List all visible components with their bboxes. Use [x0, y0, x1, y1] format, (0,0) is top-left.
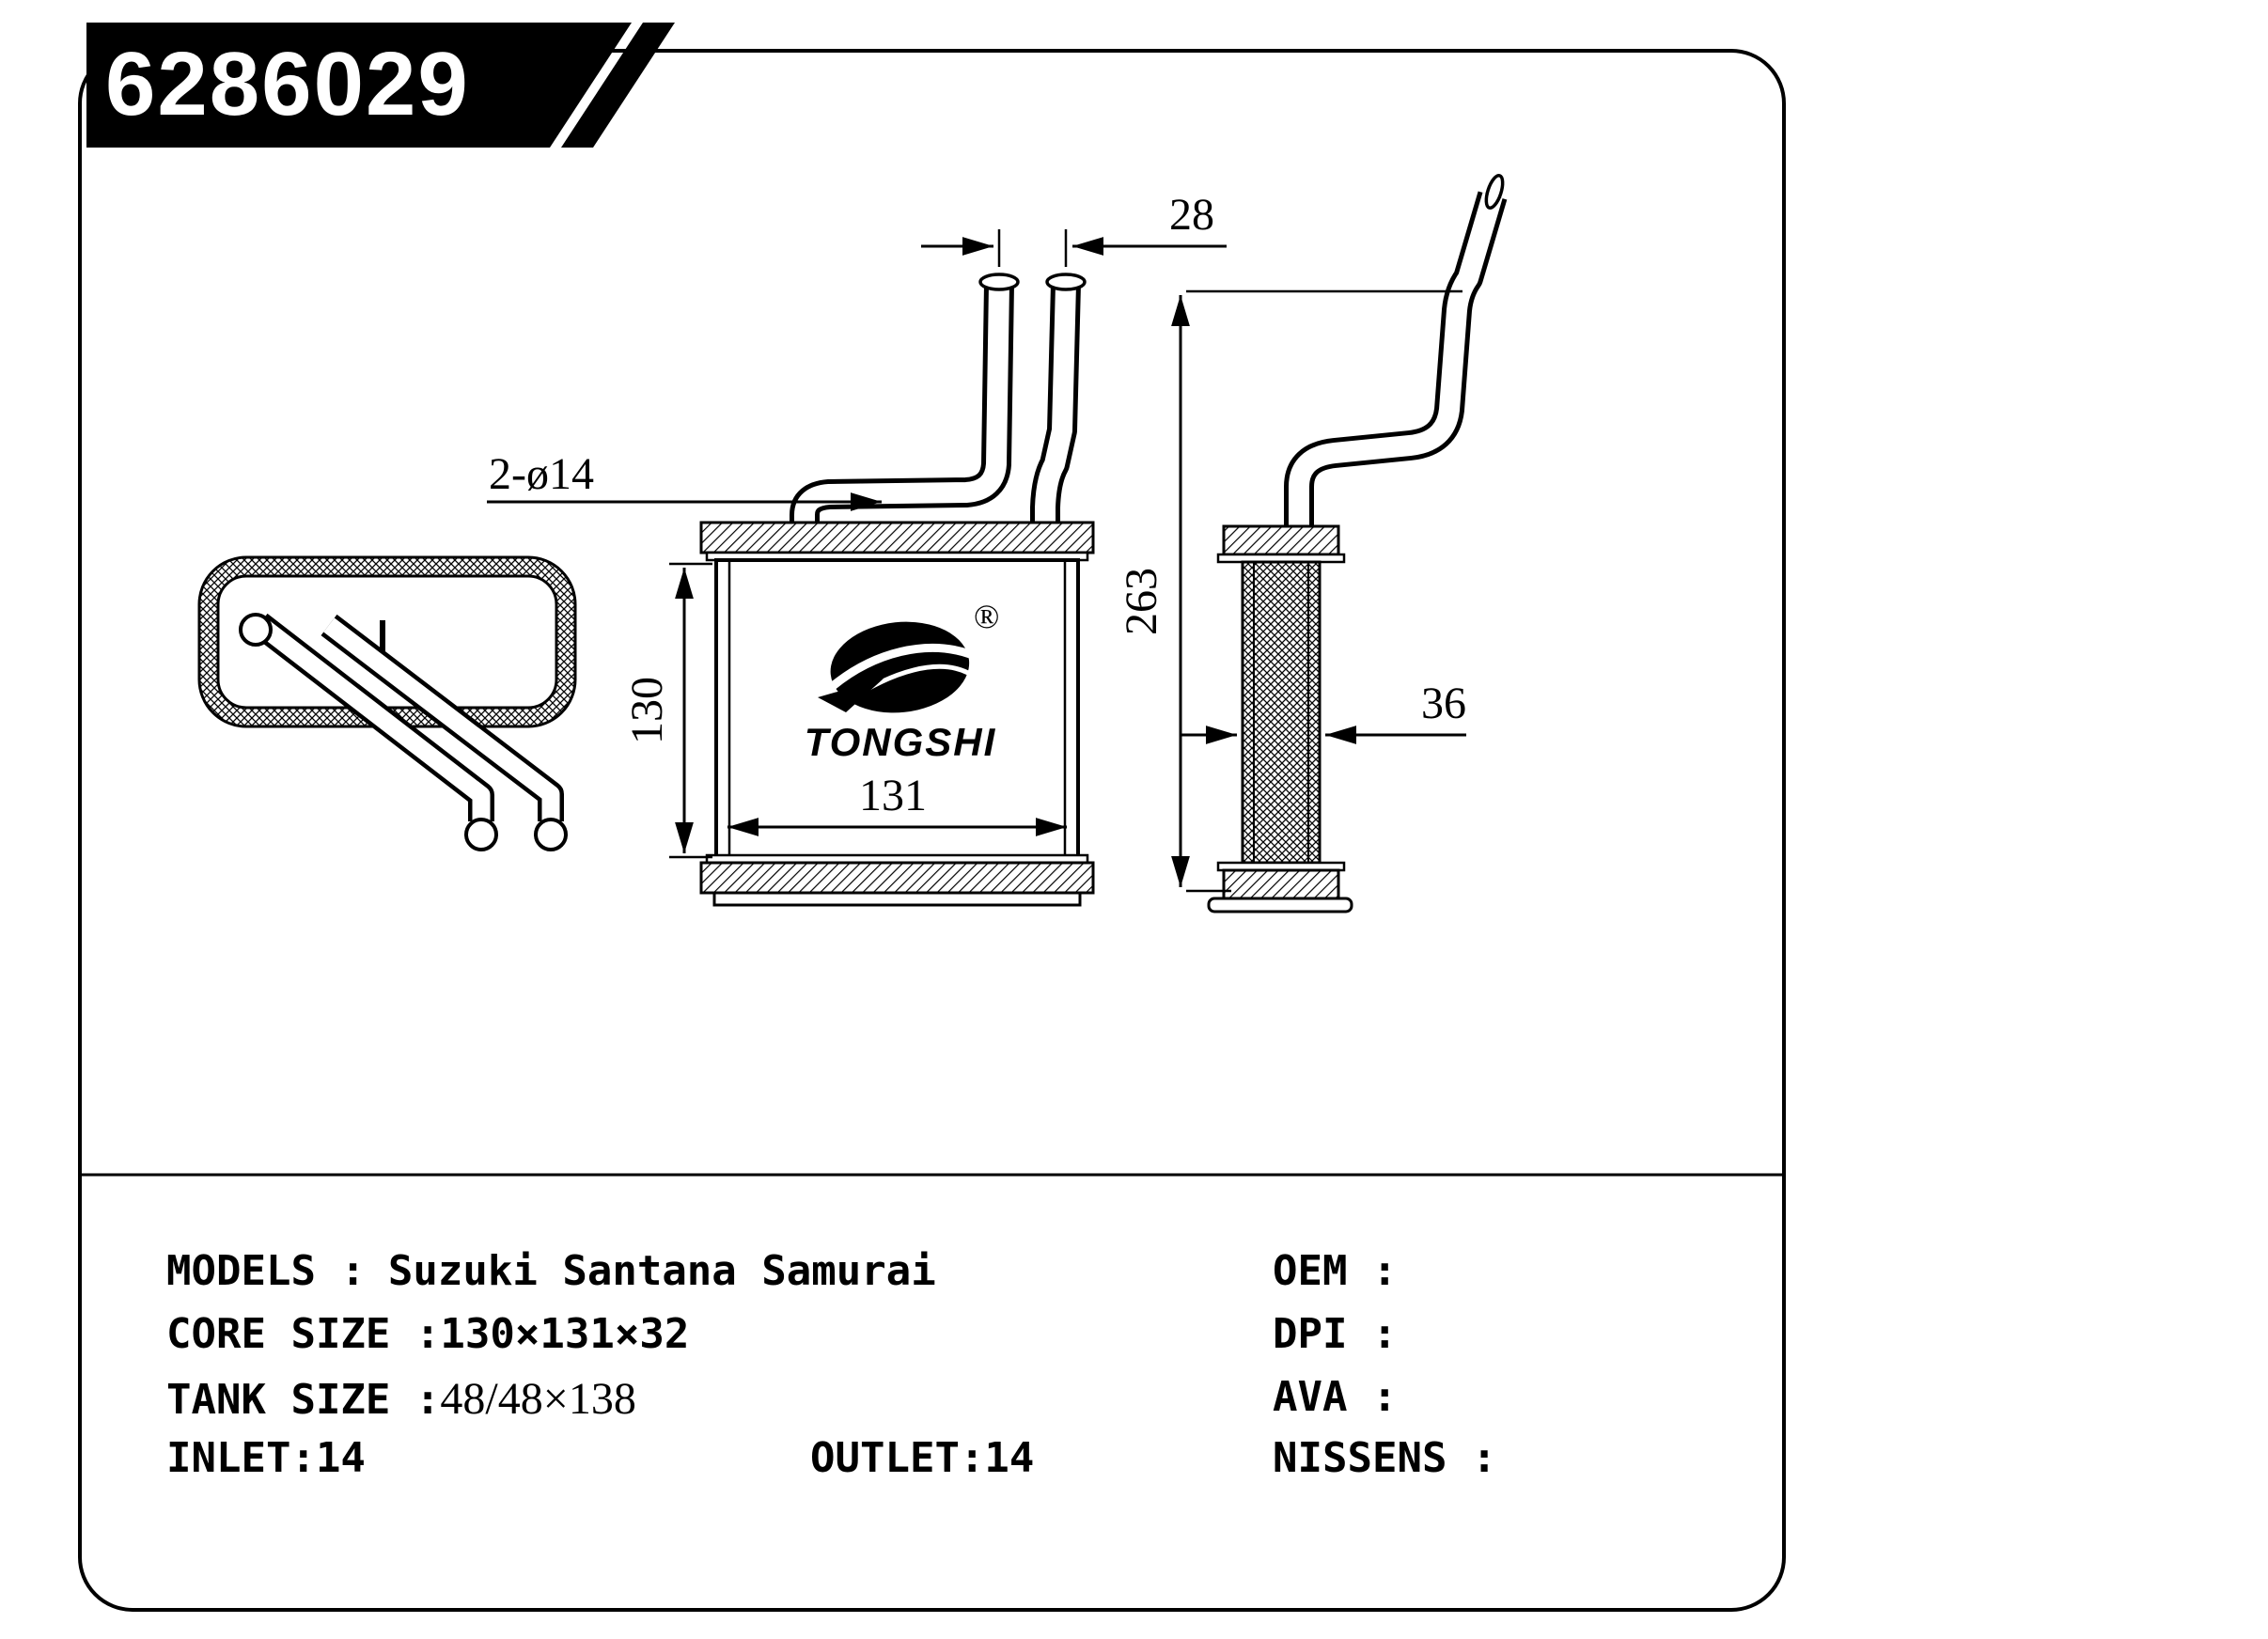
spec-ava: AVA : [1273, 1373, 1397, 1421]
dim-overall-height-text: 263 [1117, 568, 1166, 635]
spec-oem-label: OEM : [1273, 1247, 1398, 1295]
dim-core-height-text: 130 [622, 677, 672, 744]
position-mark [380, 620, 385, 662]
spec-core-size: CORE SIZE :130×131×32 [166, 1310, 689, 1358]
spec-ava-label: AVA : [1273, 1373, 1398, 1421]
dim-core-depth: 36 [1181, 679, 1466, 744]
brand-logo-text: TONGSHI [805, 720, 997, 764]
spec-models-label: MODELS : [166, 1247, 366, 1295]
pipe-open-end [978, 273, 1020, 291]
dim-core-width: 131 [727, 771, 1067, 836]
spec-oem: OEM : [1273, 1247, 1397, 1295]
spec-inlet: INLET:14 [166, 1434, 366, 1482]
dim-core-depth-text: 36 [1421, 679, 1466, 728]
spec-nissens: NISSENS : [1273, 1434, 1496, 1482]
dim-core-width-text: 131 [859, 771, 927, 820]
tube-end-port [534, 818, 568, 851]
side-pipe [1284, 191, 1508, 528]
drawing-frame [78, 49, 1786, 1612]
top-view-drawing [197, 555, 577, 851]
spec-models-value: Suzuki Santana Samurai [387, 1247, 936, 1295]
spec-inlet-text: INLET:14 [166, 1434, 366, 1482]
pipe-open-end [1045, 273, 1087, 291]
brand-logo: ® TONGSHI [805, 598, 1000, 764]
spec-core-size-value: 130×131×32 [440, 1310, 690, 1358]
dim-core-height: 130 [622, 562, 712, 859]
dim-overall-height: 263 [1117, 289, 1462, 893]
pipe-open-end [1484, 173, 1505, 211]
spec-nissens-label: NISSENS : [1273, 1434, 1497, 1482]
spec-models: MODELS : Suzuki Santana Samurai [166, 1247, 936, 1295]
dim-pipe-spacing: 28 [921, 190, 1227, 267]
spec-tank-size-value: 48/48×138 [440, 1374, 636, 1424]
side-view-drawing: 263 36 [1117, 173, 1508, 913]
front-view-drawing: ® TONGSHI 130 131 28 [487, 190, 1227, 907]
top-tank [699, 521, 1095, 554]
spec-tank-size: TANK SIZE :48/48×138 [166, 1373, 636, 1425]
dim-pipe-note: 2-ø14 [487, 449, 882, 511]
spec-core-size-label: CORE SIZE : [166, 1310, 441, 1358]
spec-outlet: OUTLET:14 [810, 1434, 1034, 1482]
dim-pipe-spacing-text: 28 [1169, 190, 1214, 240]
side-top-tank [1222, 524, 1340, 556]
tube-end-port [464, 818, 498, 851]
side-bottom-tank [1222, 868, 1340, 900]
bottom-tank [699, 861, 1095, 895]
registered-mark: ® [974, 598, 999, 635]
part-number-banner: 6286029 [86, 23, 675, 148]
spec-dpi-label: DPI : [1273, 1310, 1398, 1358]
spec-outlet-text: OUTLET:14 [810, 1434, 1035, 1482]
spec-tank-size-label: TANK SIZE : [166, 1376, 441, 1424]
dim-pipe-note-text: 2-ø14 [489, 449, 594, 499]
tube-end-port [239, 613, 273, 647]
part-number-text: 6286029 [105, 34, 470, 134]
spec-dpi: DPI : [1273, 1310, 1397, 1358]
